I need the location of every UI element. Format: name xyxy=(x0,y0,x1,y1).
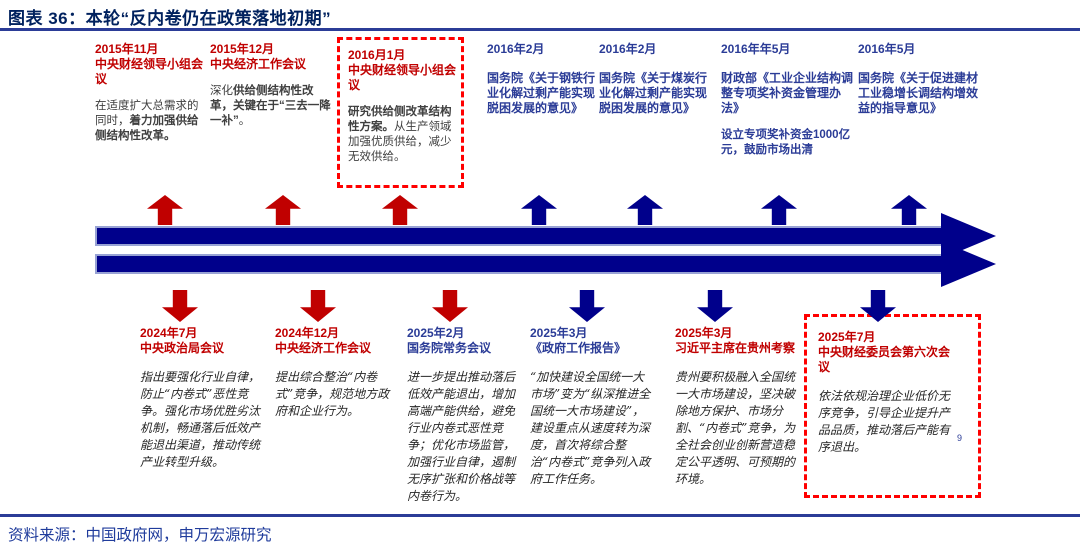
up-arrow-icon-2 xyxy=(265,195,301,225)
event-body-segment: 从生产领域加强优质供给，减少无效供给。 xyxy=(348,121,452,163)
event-date: 2016年年5月 xyxy=(721,42,791,56)
up-arrow-icon-7 xyxy=(891,195,927,225)
bottom-event-2: 2024年12月中央经济工作会议提出综合整治“内卷式”竞争，规范地方政府和企业行… xyxy=(275,326,398,420)
down-arrow-icon-1 xyxy=(162,290,198,322)
event-body-segment: 着力加强供给侧结构性改革。 xyxy=(95,115,199,142)
event-heading: 《政府工作报告》 xyxy=(530,341,627,355)
event-body-segment: “加快建设全国统一大市场”变为“纵深推进全国统一大市场建设”，建设重点从速度转为… xyxy=(530,370,651,486)
event-heading: 中央经济工作会议 xyxy=(275,341,372,355)
page-number: 9 xyxy=(957,433,963,443)
event-body: 贵州要积极融入全国统一大市场建设，坚决破除地方保护、市场分割、“内卷式”竞争，为… xyxy=(675,369,800,488)
bottom-event-1: 2024年7月中央政治局会议指出要强化行业自律，防止“内卷式”恶性竞争。强化市场… xyxy=(140,326,267,471)
event-date: 2025年7月 xyxy=(818,330,876,344)
event-heading: 中央政治局会议 xyxy=(140,341,225,355)
event-date: 2016年2月 xyxy=(599,42,657,56)
up-arrow-icon-6 xyxy=(761,195,797,225)
event-body-segment: 进一步提出推动落后低效产能退出，增加高端产能供给，避免行业内卷式恶性竞争；优化市… xyxy=(407,370,516,503)
event-date: 2024年7月 xyxy=(140,326,198,340)
event-date: 2016年2月 xyxy=(487,42,545,56)
up-arrow-icon-5 xyxy=(627,195,663,225)
top-event-5: 2016年2月国务院《关于煤炭行业化解过剩产能实现脱困发展的意见》 xyxy=(599,42,712,116)
top-event-1: 2015年11月中央财经领导小组会议在适度扩大总需求的同时，着力加强供给侧结构性… xyxy=(95,42,208,144)
event-heading: 国务院《关于钢铁行业化解过剩产能实现脱困发展的意见》 xyxy=(487,71,596,115)
bottom-event-6: 2025年7月中央财经委员会第六次会议依法依规治理企业低价无序竞争，引导企业提升… xyxy=(818,330,951,456)
event-heading: 财政部《工业企业结构调整专项奖补资金管理办法》 xyxy=(721,71,854,115)
event-heading: 中央财经委员会第六次会议 xyxy=(818,345,951,374)
event-body: 指出要强化行业自律，防止“内卷式”恶性竞争。强化市场优胜劣汰机制，畅通落后低效产… xyxy=(140,369,267,471)
top-event-3: 2016月1月中央财经领导小组会议研究供给侧改革结构性方案。从生产领域加强优质供… xyxy=(348,48,458,165)
down-arrow-icon-3 xyxy=(432,290,468,322)
figure-title: 图表 36：本轮“反内卷仍在政策落地初期” xyxy=(8,9,332,28)
down-arrow-icon-4 xyxy=(569,290,605,322)
up-arrow-icon-4 xyxy=(521,195,557,225)
down-arrow-icon-2 xyxy=(300,290,336,322)
event-date: 2025年3月 xyxy=(530,326,588,340)
top-event-4: 2016年2月国务院《关于钢铁行业化解过剩产能实现脱困发展的意见》 xyxy=(487,42,600,116)
event-body: 依法依规治理企业低价无序竞争，引导企业提升产品品质，推动落后产能有序退出。 xyxy=(818,388,951,456)
event-heading: 国务院常务会议 xyxy=(407,341,492,355)
event-heading: 国务院《关于煤炭行业化解过剩产能实现脱困发展的意见》 xyxy=(599,71,708,115)
timeline-bar-upper xyxy=(95,226,945,246)
event-date: 2025年3月 xyxy=(675,326,733,340)
event-heading: 中央财经领导小组会议 xyxy=(95,57,204,86)
top-event-2: 2015年12月中央经济工作会议深化供给侧结构性改革，关键在于“三去一降一补”。 xyxy=(210,42,331,129)
event-body: 提出综合整治“内卷式”竞争，规范地方政府和企业行为。 xyxy=(275,369,398,420)
event-date: 2025年2月 xyxy=(407,326,465,340)
footer-divider xyxy=(0,514,1080,517)
bottom-event-3: 2025年2月国务院常务会议进一步提出推动落后低效产能退出，增加高端产能供给，避… xyxy=(407,326,526,505)
bottom-event-5: 2025年3月习近平主席在贵州考察贵州要积极融入全国统一大市场建设，坚决破除地方… xyxy=(675,326,800,488)
event-body: “加快建设全国统一大市场”变为“纵深推进全国统一大市场建设”，建设重点从速度转为… xyxy=(530,369,653,488)
bottom-event-4: 2025年3月《政府工作报告》 “加快建设全国统一大市场”变为“纵深推进全国统一大… xyxy=(530,326,653,488)
event-body-segment: 贵州要积极融入全国统一大市场建设，坚决破除地方保护、市场分割、“内卷式”竞争，为… xyxy=(675,370,796,486)
event-body-segment: 深化 xyxy=(210,85,233,97)
event-body-segment: 设立专项奖补资金1000亿元，鼓励市场出清 xyxy=(721,129,851,156)
event-date: 2015年11月 xyxy=(95,42,159,56)
event-date: 2016年5月 xyxy=(858,42,916,56)
event-body-segment: 研究供给侧改革结构性方案。 xyxy=(348,106,452,133)
event-body: 研究供给侧改革结构性方案。从生产领域加强优质供给，减少无效供给。 xyxy=(348,105,458,165)
up-arrow-icon-3 xyxy=(382,195,418,225)
event-date: 2016月1月 xyxy=(348,48,406,62)
event-date: 2024年12月 xyxy=(275,326,340,340)
event-body: 在适度扩大总需求的同时，着力加强供给侧结构性改革。 xyxy=(95,99,208,144)
event-heading: 习近平主席在贵州考察 xyxy=(675,341,796,355)
event-date: 2015年12月 xyxy=(210,42,275,56)
event-body-segment: 依法依规治理企业低价无序竞争，引导企业提升产品品质，推动落后产能有序退出。 xyxy=(818,389,951,454)
down-arrow-icon-5 xyxy=(697,290,733,322)
event-body-segment: 指出要强化行业自律，防止“内卷式”恶性竞争。强化市场优胜劣汰机制，畅通落后低效产… xyxy=(140,370,261,469)
timeline-arrowhead-lower-icon xyxy=(941,241,996,287)
event-body-segment: 在适度扩大总需求的同时， xyxy=(95,100,199,127)
event-body-segment: 提出综合整治“内卷式”竞争，规范地方政府和企业行为。 xyxy=(275,370,390,418)
event-heading: 国务院《关于促进建材工业稳增长调结构增效益的指导意见》 xyxy=(858,71,979,115)
up-arrow-icon-1 xyxy=(147,195,183,225)
event-body-segment: 。 xyxy=(238,115,251,127)
source-note: 资料来源：中国政府网，申万宏源研究 xyxy=(8,527,272,544)
event-body: 深化供给侧结构性改革，关键在于“三去一降一补”。 xyxy=(210,84,331,129)
timeline-bar-lower xyxy=(95,254,945,274)
title-underline xyxy=(0,28,1080,31)
highlight-box-2016-jan xyxy=(337,37,464,188)
event-body: 设立专项奖补资金1000亿元，鼓励市场出清 xyxy=(721,128,854,158)
top-event-6: 2016年年5月财政部《工业企业结构调整专项奖补资金管理办法》设立专项奖补资金1… xyxy=(721,42,854,158)
event-body-segment: 供给侧结构性改革，关键在于“三去一降一补” xyxy=(210,85,331,127)
event-heading: 中央财经领导小组会议 xyxy=(348,63,457,92)
event-heading: 中央经济工作会议 xyxy=(210,57,307,71)
highlight-box-2025-jul xyxy=(804,314,981,498)
event-body: 进一步提出推动落后低效产能退出，增加高端产能供给，避免行业内卷式恶性竞争；优化市… xyxy=(407,369,526,505)
top-event-7: 2016年5月国务院《关于促进建材工业稳增长调结构增效益的指导意见》 xyxy=(858,42,981,116)
